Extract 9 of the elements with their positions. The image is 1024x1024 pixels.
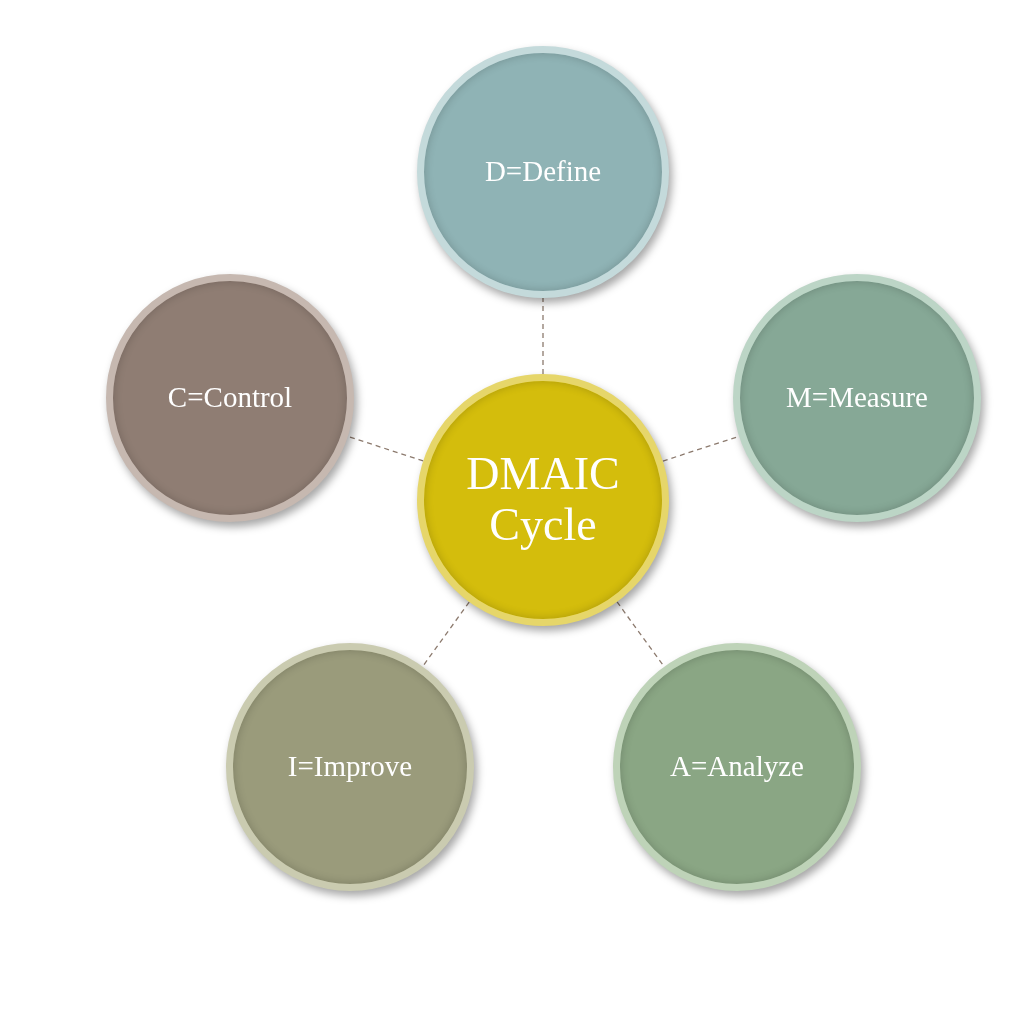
- connector-line: [347, 435, 424, 462]
- node-label: C=Control: [166, 382, 294, 414]
- node-label: M=Measure: [785, 382, 929, 414]
- node-label: D=Define: [483, 156, 603, 188]
- node-label: A=Analyze: [669, 751, 805, 783]
- node-label: I=Improve: [286, 751, 414, 783]
- connector-line: [422, 601, 470, 668]
- connector-line: [542, 297, 544, 375]
- node-label: DMAIC Cycle: [465, 449, 621, 551]
